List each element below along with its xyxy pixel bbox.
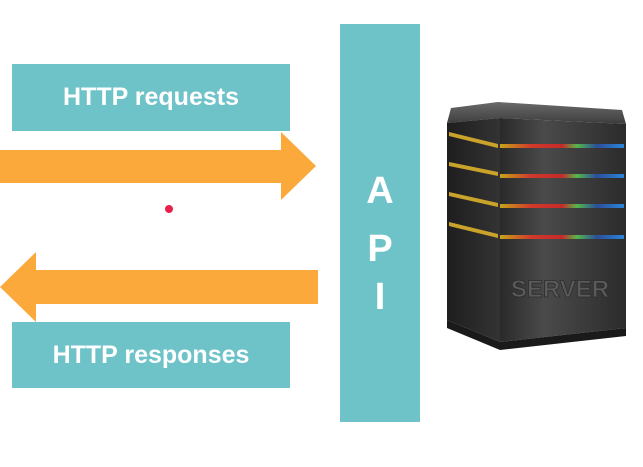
server-label: SERVER xyxy=(511,276,609,303)
api-letter-a: A xyxy=(366,170,394,212)
api-letter-i: I xyxy=(374,276,386,318)
response-arrow xyxy=(0,252,318,322)
http-requests-label: HTTP requests xyxy=(12,64,290,131)
server-icon: SERVER xyxy=(447,102,626,350)
api-letter-p: P xyxy=(367,228,393,270)
request-arrow xyxy=(0,132,316,200)
api-bar: A P I xyxy=(340,24,420,422)
red-dot xyxy=(165,205,173,213)
http-responses-label: HTTP responses xyxy=(12,322,290,388)
